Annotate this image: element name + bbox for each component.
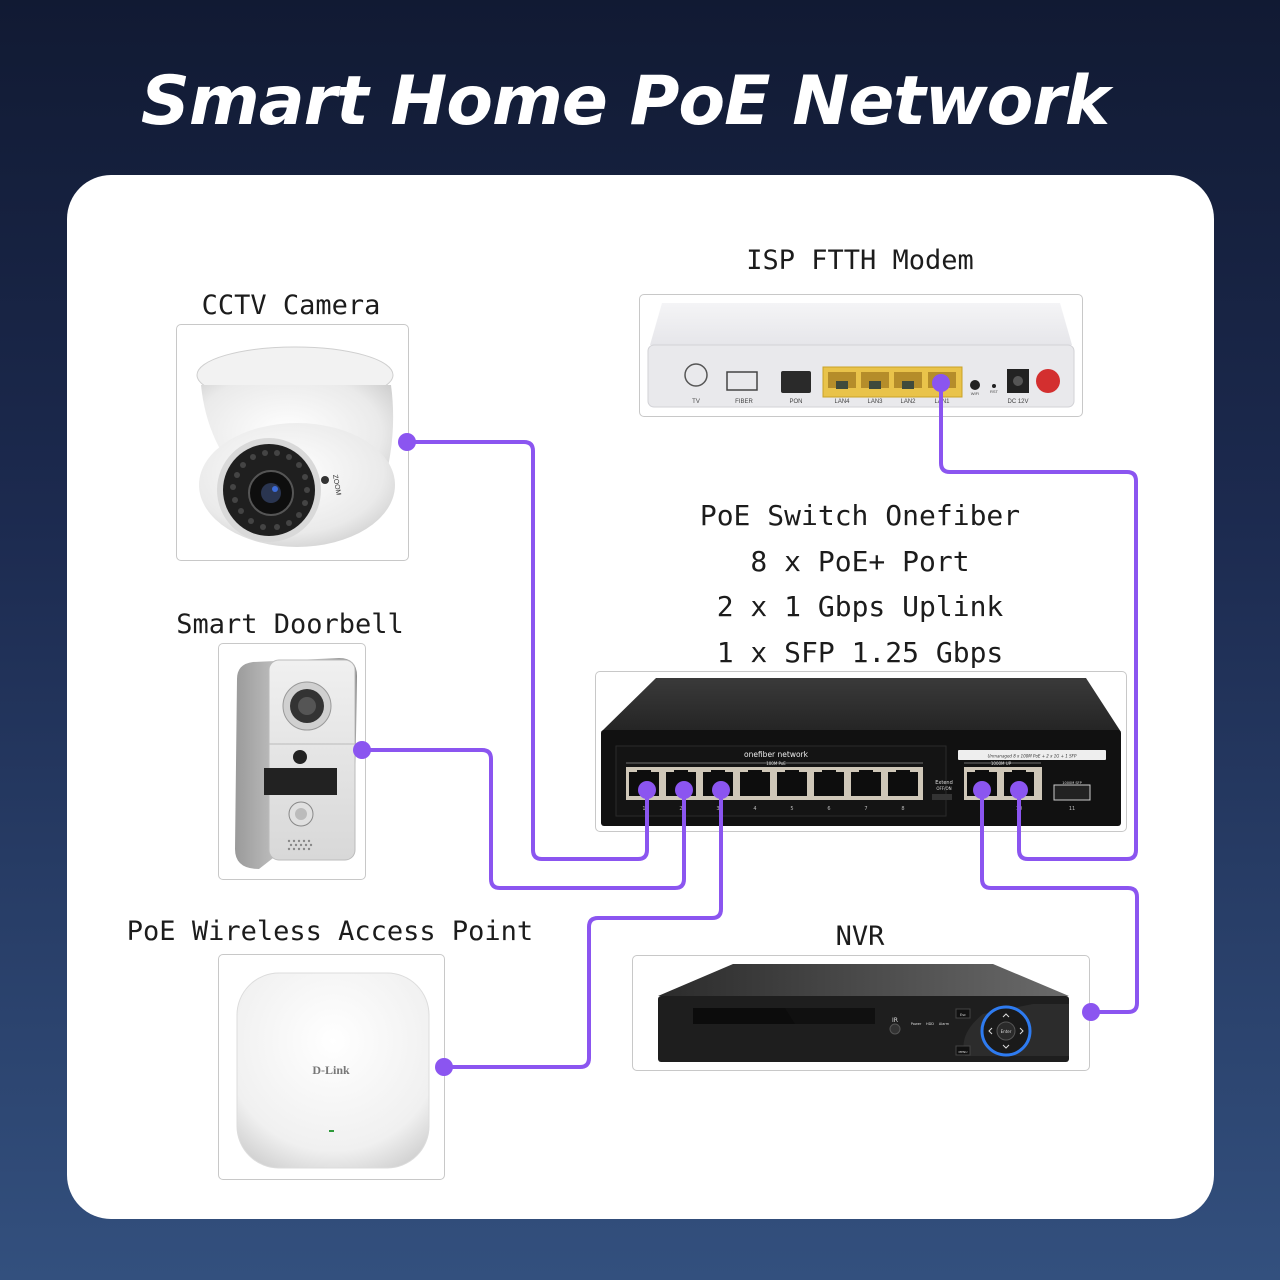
port-number-label: 7 [864,806,867,812]
ap-frame: D-Link [218,954,445,1180]
doorbell-label: Smart Doorbell [176,609,404,640]
lan4-port[interactable] [828,372,856,388]
port-number-label: 2 [679,806,682,812]
port-number-label: 6 [827,806,830,812]
port-number-label: 1 [642,806,645,812]
pon-port-icon [781,371,811,393]
modem-label: ISP FTTH Modem [746,245,974,276]
switch-port-5[interactable] [777,772,807,796]
modem-port-label: PON [789,399,802,405]
led-label: HDD [926,1022,934,1026]
svg-text:Esc: Esc [960,1013,966,1017]
ap-label: PoE Wireless Access Point [126,916,534,947]
camera-label: CCTV Camera [201,290,381,321]
port-number-label: 4 [753,806,756,812]
switch-port-7[interactable] [851,772,881,796]
uplink-group-label: 1000M UP [991,761,1012,766]
menu-button[interactable] [955,1045,971,1056]
svg-text:Enter: Enter [1001,1029,1012,1034]
smart-doorbell-image [235,658,357,869]
port-number-label: 3 [716,806,719,812]
switch-spec-line: 1 x SFP 1.25 Gbps [716,635,1004,669]
port-number-label: 5 [790,806,793,812]
page-title: Smart Home PoE Network [140,62,1110,141]
status-led [329,1130,334,1132]
switch-spec: PoE Switch Onefiber 8 x PoE+ Port 2 x 1 … [660,493,1060,675]
modem-port-label: DC 12V [1007,399,1028,405]
modem-port-label: LAN4 [834,399,850,405]
left-arrow-icon[interactable] [988,1027,993,1035]
modem-port-label: LAN1 [934,399,950,405]
port-number-label: 9 [980,806,983,812]
switch-spec-line: 2 x 1 Gbps Uplink [716,590,1004,623]
poe-group-label: 100M PoE [766,761,786,766]
led-label: Alarm [939,1022,950,1026]
port-number-label: 11 [1069,806,1075,812]
modem-port-label: RST [990,389,999,394]
switch-frame: onefiber network 100M PoE Extend OFF/ON … [595,671,1127,832]
nvr-frame: IR Power HDD Alarm Esc MENU Enter [632,955,1090,1071]
camera-frame: ZOOM [176,324,409,561]
zoom-badge: ZOOM [331,474,342,496]
nvr-image: IR Power HDD Alarm Esc MENU Enter [658,964,1069,1062]
switch-brand: onefiber network [744,750,809,759]
extend-toggle[interactable] [932,794,952,800]
up-arrow-icon[interactable] [1002,1013,1010,1018]
power-button[interactable] [1036,369,1060,393]
lan2-port[interactable] [894,372,922,388]
switch-port-8[interactable] [888,772,918,796]
switch-port-4[interactable] [740,772,770,796]
lan3-port[interactable] [861,372,889,388]
ir-label: IR [892,1017,898,1024]
cctv-camera-image: ZOOM [196,346,395,547]
switch-port-6[interactable] [814,772,844,796]
enter-button[interactable] [996,1021,1016,1041]
poe-switch-image: onefiber network 100M PoE Extend OFF/ON … [601,678,1121,826]
sfp-group-label: 1000M SFP [1062,781,1081,785]
modem-port-label: FIBER [735,399,753,405]
dlink-logo: D-Link [312,1063,350,1077]
svg-text:MENU: MENU [959,1050,968,1054]
port-number-label: 8 [901,806,904,812]
modem-port-label: LAN2 [900,399,916,405]
switch-port-9[interactable] [967,772,997,796]
led-label: Power [911,1022,922,1026]
switch-port-10[interactable] [1004,772,1034,796]
switch-spec-line: PoE Switch Onefiber [699,499,1021,532]
switch-port-2[interactable] [666,772,696,796]
esc-button[interactable] [955,1008,971,1019]
switch-spec-line: 8 x PoE+ Port [750,544,970,578]
switch-model-text: Unmanaged 8 x 100M PoE + 2 x 1G + 1 SFP [988,754,1077,759]
down-arrow-icon[interactable] [1002,1044,1010,1049]
switch-port-1[interactable] [629,772,659,796]
right-arrow-icon[interactable] [1019,1027,1024,1035]
port-number-label: 10 [1016,806,1022,812]
extend-state: OFF/ON [936,786,951,791]
wireless-access-point-image: D-Link [236,972,430,1169]
tv-port-icon [684,363,708,387]
fiber-port-icon [726,371,758,391]
modem-frame: TV FIBER PON LAN4 LAN3 LAN2 LAN1 WIFI RS… [639,294,1083,417]
switch-port-3[interactable] [703,772,733,796]
modem-image: TV FIBER PON LAN4 LAN3 LAN2 LAN1 WIFI RS… [647,303,1075,408]
sfp-port-11[interactable] [1053,784,1091,801]
modem-port-label: LAN3 [867,399,883,405]
modem-port-label: WIFI [971,391,979,396]
modem-port-label: TV [692,399,700,405]
nvr-label: NVR [835,921,885,952]
doorbell-frame [218,643,366,880]
